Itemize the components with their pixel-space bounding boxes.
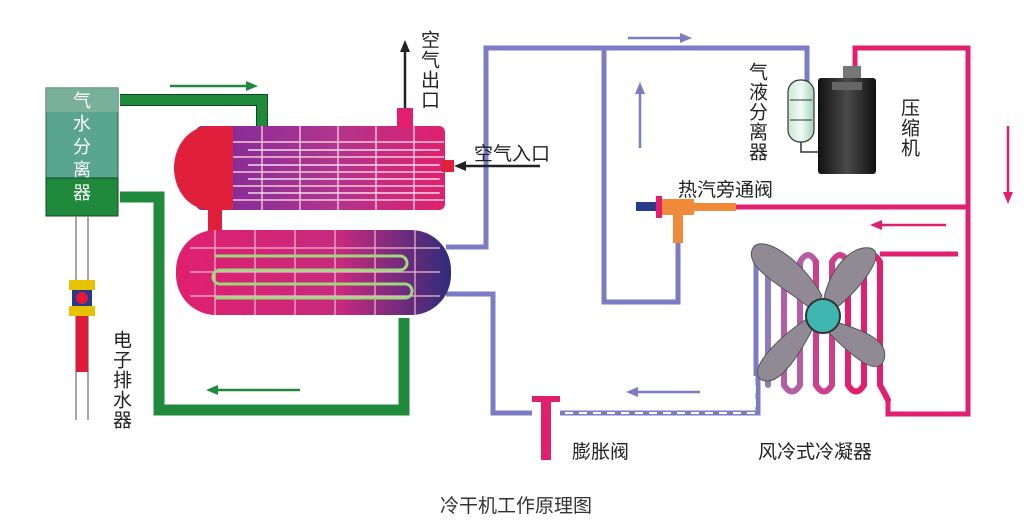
air-pipe (120, 94, 410, 416)
compressor (818, 66, 876, 174)
gas-liquid-separator (787, 79, 822, 153)
expansion-valve (532, 396, 560, 460)
separator-label-char: 气 (73, 91, 91, 112)
condenser-label: 风冷式冷凝器 (758, 441, 873, 463)
flow-arrow-air-in (170, 81, 258, 91)
separator-label-char: 分 (73, 137, 91, 158)
flow-arrow-air-return (206, 385, 300, 395)
fan (750, 243, 886, 382)
separator-label-char: 器 (73, 183, 91, 204)
expansion-valve-label: 膨胀阀 (572, 441, 630, 463)
flow-arrow-hot-gas-down (1003, 126, 1013, 204)
hot-gas-bypass-valve-label: 热汽旁通阀 (678, 179, 774, 201)
refrigerant-pipe-high (735, 45, 971, 417)
diagram-caption: 冷干机工作原理图 (439, 495, 592, 517)
separator-label: 气 水 分 离 器 (46, 90, 118, 205)
gas-liquid-separator-label: 气液分离器 (746, 62, 768, 162)
air-water-separator (45, 87, 119, 217)
flow-arrow-air-inlet (454, 161, 540, 171)
separator-label-char: 水 (73, 114, 91, 135)
air-inlet-label: 空气入口 (474, 143, 551, 165)
air-outlet-label: 空气出口 (418, 30, 440, 110)
flow-arrow-refrigerant-top (628, 33, 692, 43)
evaporator (176, 230, 451, 315)
flow-arrow-refrigerant-up (635, 82, 645, 148)
flow-arrow-air-outlet (400, 40, 410, 108)
compressor-label: 压缩机 (898, 98, 920, 158)
electronic-drain-label: 电子排水器 (110, 330, 132, 430)
refrigerant-pipe-low-dash (565, 382, 756, 414)
flow-arrow-refrigerant-bottom (626, 387, 700, 397)
electronic-drain (69, 216, 95, 420)
flow-arrow-hot-gas-left (870, 220, 946, 230)
precooler-exchanger (174, 108, 454, 232)
hot-gas-bypass-valve (636, 196, 736, 243)
separator-label-char: 离 (73, 160, 91, 181)
air-pipe-outline (120, 94, 268, 126)
